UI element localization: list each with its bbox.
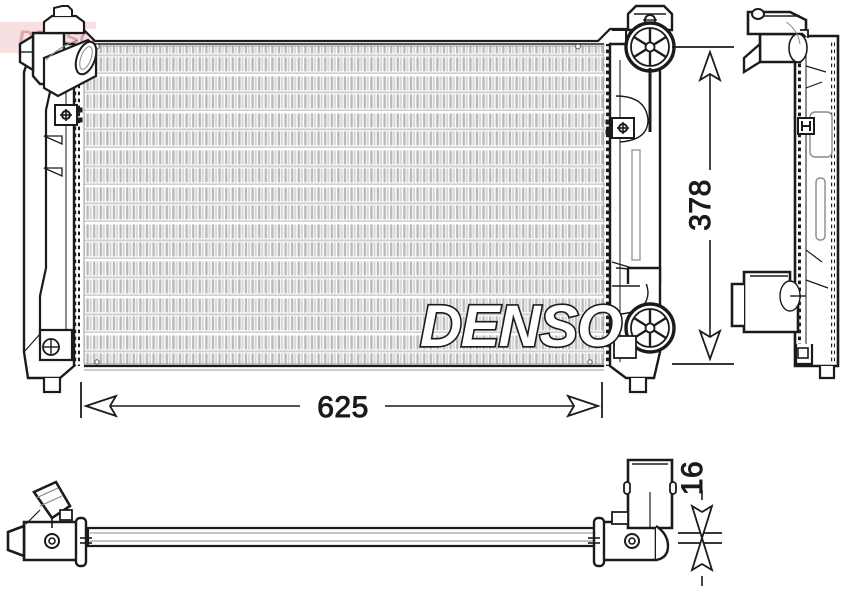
mounting-clip-right [605, 117, 635, 139]
mounting-boss-left [23, 328, 74, 362]
mounting-clip-left [54, 104, 83, 126]
svg-text:DENSO: DENSO [420, 294, 622, 359]
radiator-core [83, 45, 605, 365]
dimension-width-625: 625 [80, 382, 603, 425]
dimension-thickness-16: 16 [676, 460, 722, 586]
core-bottom-rail [84, 359, 604, 371]
left-end-tank [18, 5, 98, 394]
lower-outlet-port-icon [624, 266, 676, 354]
top-view-right-end [588, 458, 677, 568]
right-end-tank [604, 4, 676, 394]
side-mounting-clip [797, 117, 815, 135]
denso-logo: DENSO [418, 292, 624, 360]
upper-outlet-port-icon [624, 21, 676, 73]
dimension-thickness-label: 16 [676, 461, 709, 495]
top-view [6, 458, 677, 568]
dimension-height-378: 378 [672, 46, 734, 365]
side-view [730, 8, 840, 380]
dimension-height-label: 378 [684, 179, 717, 231]
side-outlet-neck [730, 270, 806, 334]
top-view-left-end [6, 480, 92, 568]
dimension-width-label: 625 [317, 391, 369, 424]
side-inlet-neck [742, 8, 808, 75]
front-view: DENSO [18, 4, 676, 394]
